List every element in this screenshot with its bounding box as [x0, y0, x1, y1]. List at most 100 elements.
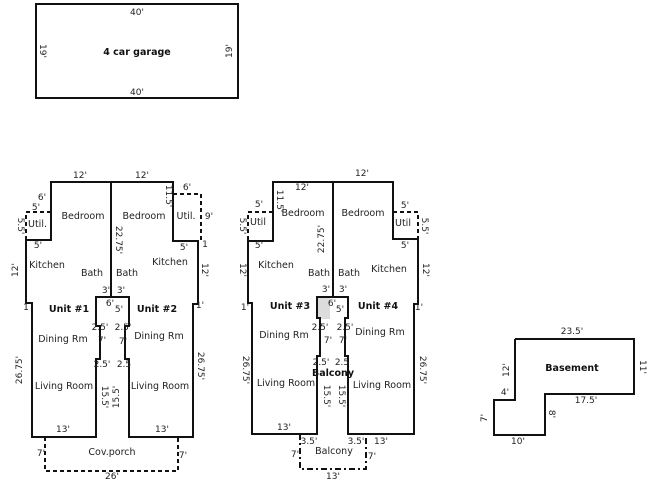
unit4-kitchen-label: Kitchen	[371, 264, 407, 275]
unit2-kitchen-label: Kitchen	[152, 257, 188, 268]
unit4-core-top-dim: 5'	[336, 305, 344, 315]
unit2-partition-dim: 22.75'	[113, 226, 123, 254]
unit2-side-dim: 26.75'	[195, 352, 205, 380]
unit4-kitchen-side-dim: 12'	[420, 263, 430, 277]
unit2-core-b-dim: 7'	[119, 337, 127, 347]
unit1-core-b-dim: 7'	[98, 336, 106, 346]
porch-right-dim: 7'	[179, 451, 187, 461]
building-units-1-2: 12' 6' 5' 5.5' Util. 5' Bedroom Kitchen …	[11, 171, 213, 482]
unit2-living-label: Living Room	[131, 381, 189, 392]
unit2-util-label: Util.	[177, 211, 196, 222]
porch-left-dim: 7'	[37, 449, 45, 459]
basement-outline	[493, 338, 635, 436]
unit4-dining-label: Dining Rm	[355, 327, 405, 338]
unit3-util-top-dim: 5'	[255, 200, 263, 210]
unit3-bedroom-label: Bedroom	[282, 208, 325, 219]
garage-left-dim: 19'	[37, 44, 47, 58]
unit4-outline	[333, 181, 419, 435]
basement-title: Basement	[545, 363, 599, 374]
balcony-outline	[299, 434, 367, 470]
unit1-core-c-dim: 2.5'	[94, 360, 111, 370]
unit4-bath-width-dim: 3'	[339, 285, 347, 295]
unit1-bottom-dim: 13'	[56, 425, 70, 435]
unit3-partition-dim: 22.75'	[317, 225, 327, 253]
building-units-3-4: 12' 11.5' 5' 5.5' Util Bedroom 5' 22.75'…	[237, 169, 430, 482]
unit4-util-top-dim: 5'	[401, 201, 409, 211]
unit2-kitchen-side-dim: 12'	[199, 263, 209, 277]
unit2-util-side-dim: 9'	[205, 212, 213, 222]
unit1-core-top-dim: 6'	[106, 299, 114, 309]
unit4-core-a-dim: 2.5'	[337, 323, 354, 333]
balcony-label: Balcony	[315, 446, 353, 457]
unit1-name: Unit #1	[49, 304, 89, 315]
unit1-util-top-dim: 5'	[32, 203, 40, 213]
balcony-extra-dim: 13'	[374, 437, 388, 447]
basement-bottom-dim: 10'	[511, 437, 525, 447]
unit4-bedroom-label: Bedroom	[342, 208, 385, 219]
unit3-side-dim: 26.75'	[240, 356, 250, 384]
unit3-top-dim: 12'	[295, 183, 309, 193]
unit1-util-side-dim: 5.5'	[15, 218, 25, 235]
garage: 40' 40' 4 car garage 19' 19'	[35, 3, 239, 99]
unit2-outline	[111, 181, 199, 438]
unit2-util-top-dim: 6'	[183, 183, 191, 193]
unit1-util-bottom-dim: 5'	[34, 241, 42, 251]
unit3-living-label: Living Room	[257, 378, 315, 389]
basement-step-dim: 4'	[501, 388, 509, 398]
garage-right-dim: 19'	[225, 44, 235, 58]
unit2-step-a-dim: 1	[202, 240, 208, 250]
unit3-core-c-dim: 2.5'	[313, 358, 330, 368]
basement-right-dim: 11'	[637, 360, 647, 374]
unit1-kitchen-label: Kitchen	[29, 260, 65, 271]
porch-label: Cov.porch	[88, 447, 135, 458]
unit1-util-dashed	[25, 211, 51, 240]
unit3-kitchen-label: Kitchen	[258, 260, 294, 271]
unit3-core-a-dim: 2.5'	[312, 323, 329, 333]
balcony-left-top-dim: 3.5'	[301, 437, 318, 447]
balcony-left-dim: 7'	[291, 450, 299, 460]
unit1-top-dim: 12'	[73, 171, 87, 181]
unit4-core-b-dim: 7'	[339, 336, 347, 346]
unit2-step-dim: 1'	[196, 301, 204, 311]
unit4-core-c-dim: 2.5	[335, 358, 349, 368]
unit3-bath-label: Bath	[308, 268, 330, 279]
unit1-util-label: Util.	[28, 219, 47, 230]
unit3-core-d-dim: 15.5'	[321, 385, 331, 408]
basement-mid-dim: 17.5'	[575, 396, 598, 406]
unit4-living-label: Living Room	[353, 380, 411, 391]
unit4-util-side-dim: 5.5'	[419, 218, 429, 235]
unit1-outline	[25, 181, 112, 438]
unit1-dining-label: Dining Rm	[38, 334, 88, 345]
unit1-core-d-dim: 15.5'	[99, 386, 109, 409]
unit2-top-dim: 12'	[135, 171, 149, 181]
unit3-outline	[247, 181, 334, 435]
garage-title: 4 car garage	[103, 47, 171, 58]
basement-top-dim: 23.5'	[561, 327, 584, 337]
unit4-side-dim: 26.75'	[417, 356, 427, 384]
basement-left-dim: 7'	[480, 414, 490, 422]
unit3-util-side-dim: 5.5'	[237, 218, 247, 235]
unit4-top-dim: 12'	[355, 169, 369, 179]
basement: 23.5' Basement 11' 12' 17.5' 4' 8' 7' 10…	[480, 327, 647, 447]
unit2-core-top-dim: 5'	[115, 305, 123, 315]
garage-bottom-dim: 40'	[130, 88, 144, 98]
unit2-bottom-dim: 13'	[155, 425, 169, 435]
unit4-step-dim: 1'	[415, 303, 423, 313]
unit3-util-dashed	[247, 211, 273, 241]
unit3-util-label: Util	[250, 217, 266, 228]
unit2-bed-side-dim: 11.5'	[163, 185, 173, 208]
balcony-width-dim: 13'	[326, 472, 340, 482]
unit3-core-top-dim: 6'	[328, 299, 336, 309]
balcony-right-top-dim: 3.5'	[348, 437, 365, 447]
unit3-bed-side-dim: 11.5'	[274, 190, 284, 213]
unit2-bedroom-label: Bedroom	[123, 211, 166, 222]
unit2-bath-label: Bath	[116, 268, 138, 279]
unit1-side-dim: 26.75'	[15, 356, 25, 384]
unit3-step-dim: 1'	[241, 303, 249, 313]
unit2-core-a-dim: 2.5'	[115, 323, 132, 333]
unit4-core-d-dim: 15.5'	[336, 385, 346, 408]
unit2-name: Unit #2	[137, 304, 177, 315]
unit3-bath-width-dim: 3'	[322, 285, 330, 295]
unit3-dining-label: Dining Rm	[259, 330, 309, 341]
